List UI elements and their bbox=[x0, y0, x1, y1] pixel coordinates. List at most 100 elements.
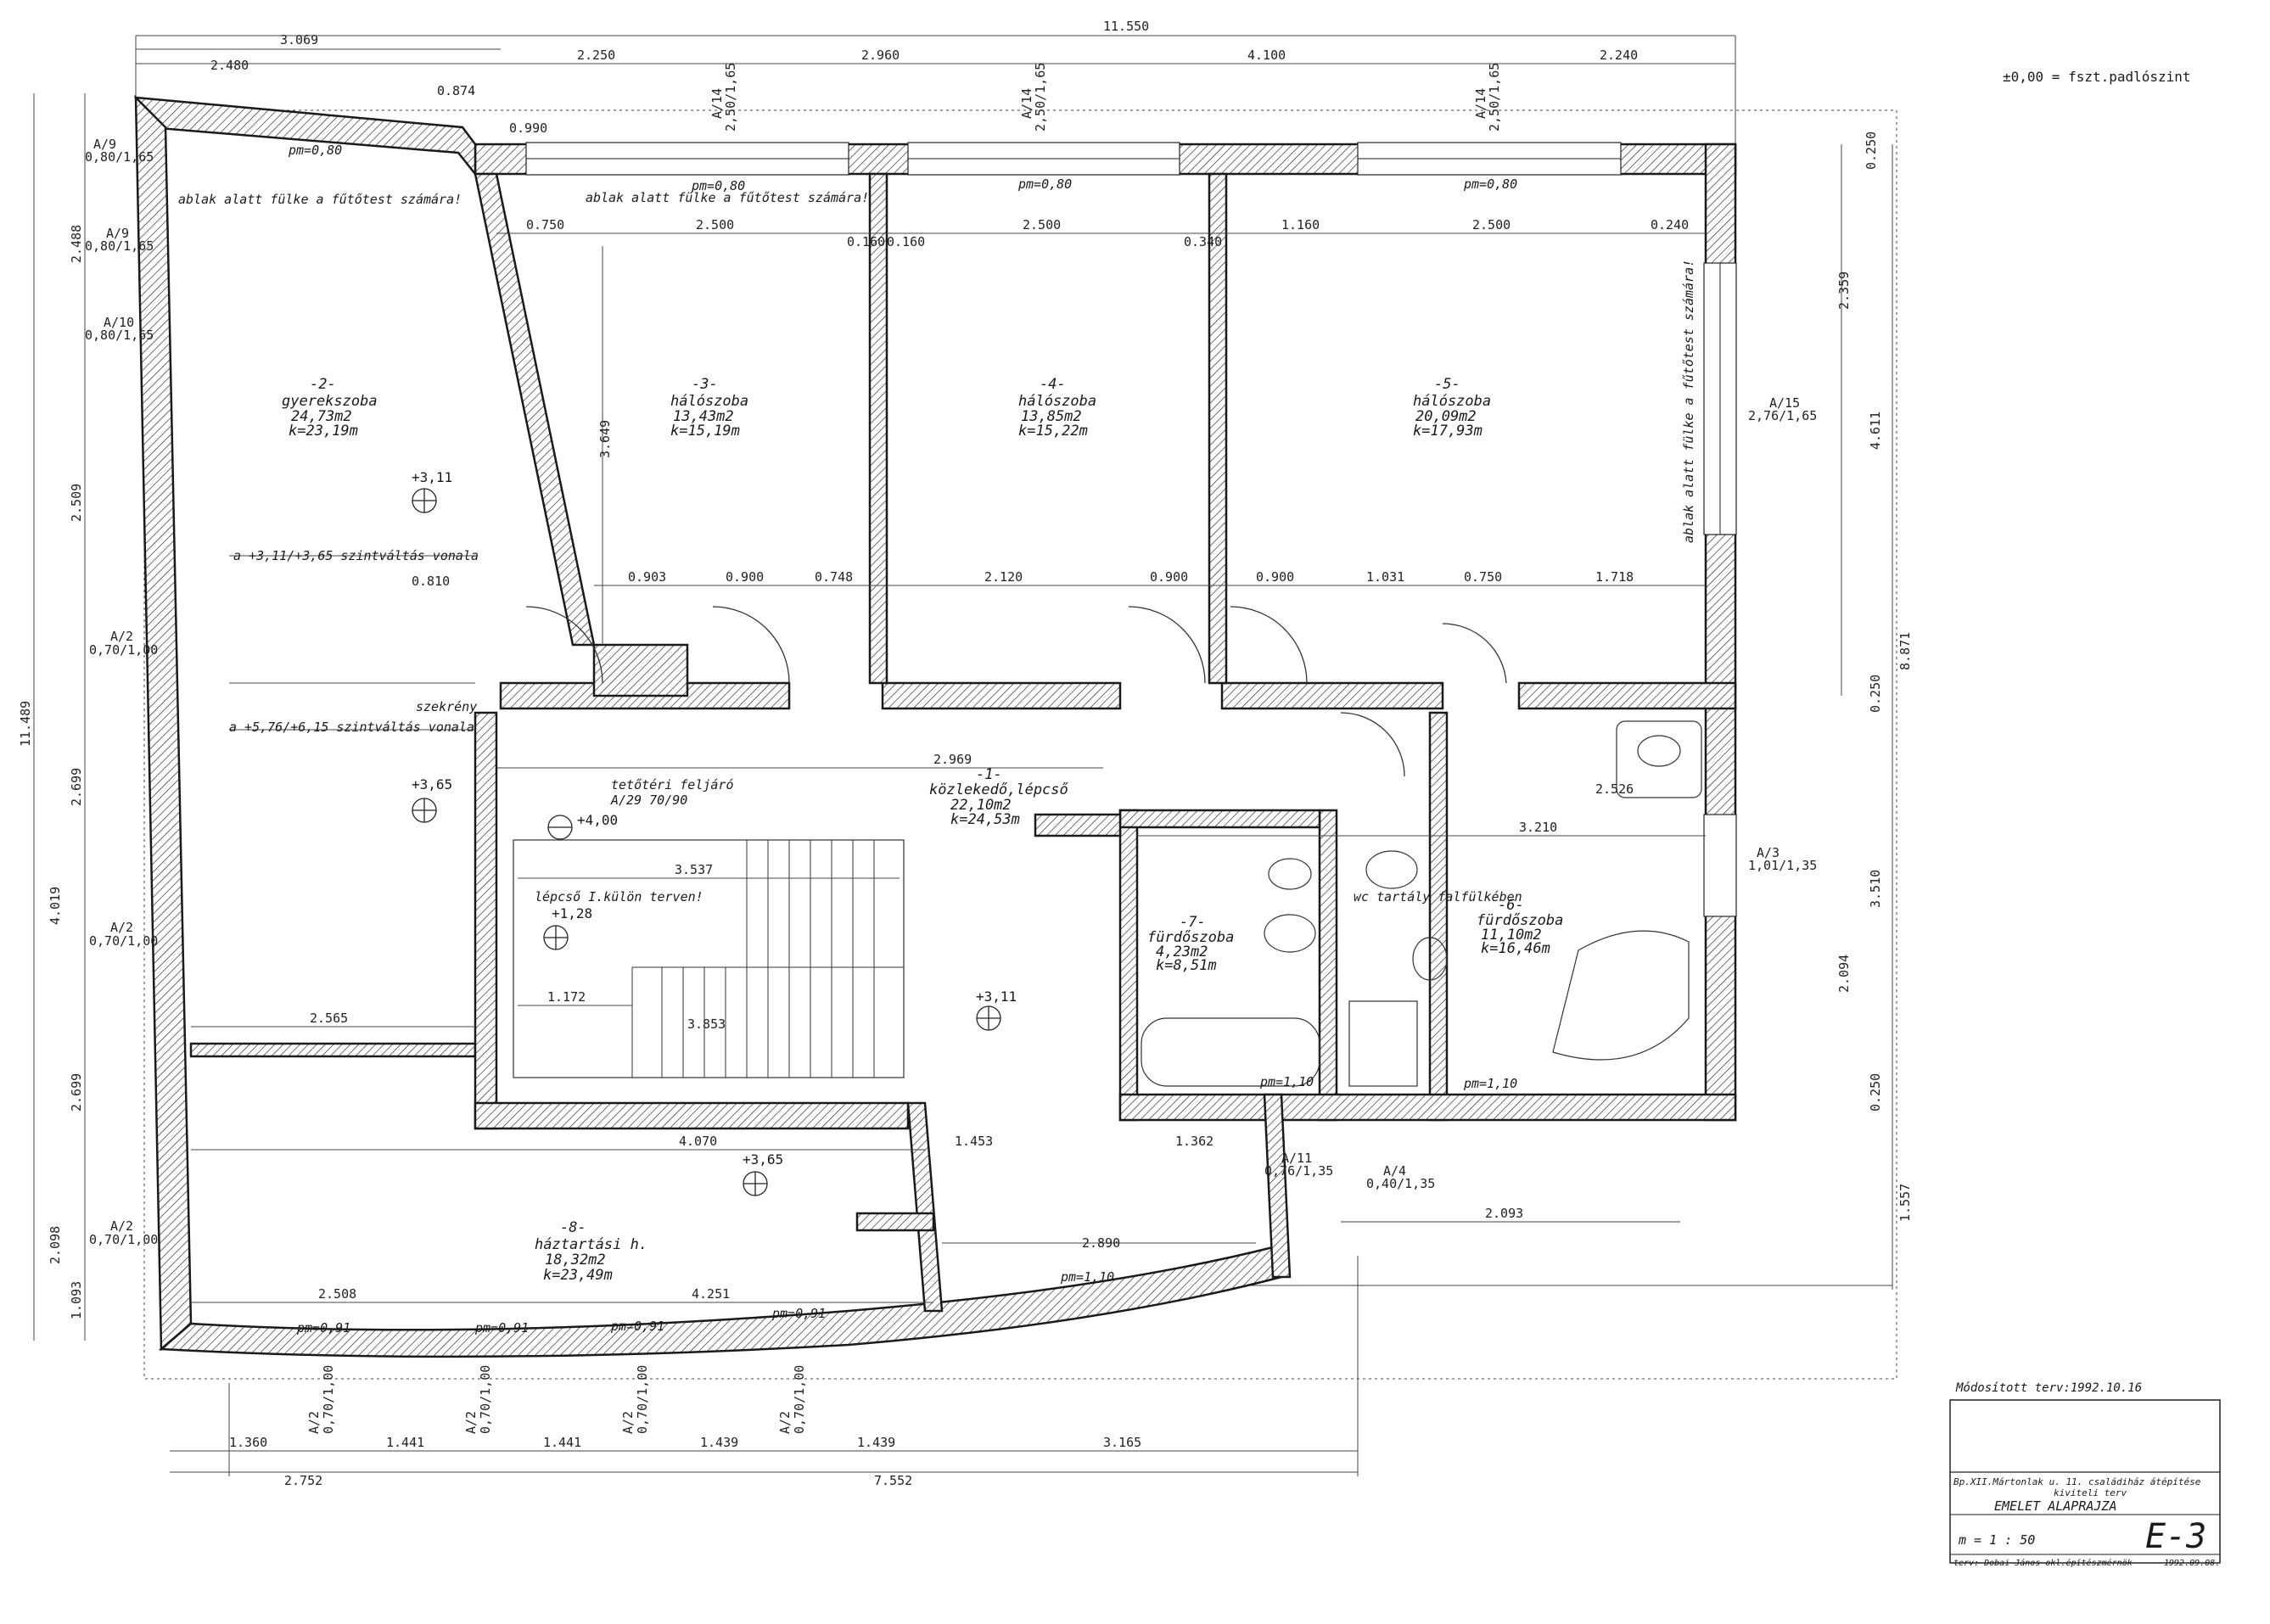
idim-29: 1.362 bbox=[1175, 1134, 1213, 1149]
bdim-4: 1.439 bbox=[700, 1435, 738, 1450]
room-1-k: k=24,53m bbox=[950, 811, 1020, 828]
idim-26: 2.508 bbox=[318, 1286, 356, 1302]
bwin-2-size: 0,70/1,00 bbox=[478, 1365, 493, 1434]
rdim-1: 0.250 bbox=[1864, 132, 1879, 170]
idim-18: 1.718 bbox=[1595, 569, 1634, 585]
dim-seg-4: 2.240 bbox=[1600, 48, 1638, 63]
dim-seg-1: 2.250 bbox=[577, 48, 615, 63]
win-9-id: A/2 bbox=[110, 920, 133, 935]
level-markers bbox=[412, 488, 1001, 1196]
idim-17: 0.750 bbox=[1464, 569, 1502, 585]
room-1-num: -1- bbox=[976, 766, 1002, 783]
room-8-num: -8- bbox=[560, 1219, 586, 1236]
idim-25: 2.890 bbox=[1082, 1235, 1120, 1251]
win-11-size: 1,01/1,35 bbox=[1748, 858, 1817, 873]
idim-34: 3.649 bbox=[597, 420, 613, 458]
room-8-area: 18,32m2 bbox=[545, 1252, 606, 1268]
bdim-2: 1.441 bbox=[386, 1435, 424, 1450]
note-ablak-1: ablak alatt fülke a fűtőtest számára! bbox=[178, 192, 462, 207]
idim-2: 2.500 bbox=[696, 217, 734, 232]
pm-3: pm=0,80 bbox=[1017, 176, 1072, 192]
bwin-4-id: A/2 bbox=[777, 1411, 793, 1434]
room-4-k: k=15,22m bbox=[1018, 423, 1088, 440]
tb-scale: m = 1 : 50 bbox=[1958, 1532, 2035, 1548]
ldim-1: 2.488 bbox=[69, 225, 84, 263]
rdim-5: 3.510 bbox=[1868, 870, 1883, 908]
level-3: +4,00 bbox=[577, 812, 618, 828]
level-note: ±0,00 = fszt.padlószint bbox=[2003, 69, 2191, 85]
idim-5: 2.500 bbox=[1023, 217, 1061, 232]
bwin-2-id: A/2 bbox=[463, 1411, 479, 1434]
ldim-2: 2.509 bbox=[69, 484, 84, 522]
room-6-num: -6- bbox=[1498, 897, 1524, 914]
room-5-num: -5- bbox=[1434, 376, 1460, 393]
room-labels: -2- gyerekszoba 24,73m2 k=23,19m -3- hál… bbox=[282, 376, 1563, 1284]
bdim-6: 3.165 bbox=[1103, 1435, 1141, 1450]
pm-7: pm=0,91 bbox=[296, 1320, 350, 1336]
room-3-area: 13,43m2 bbox=[673, 408, 734, 425]
room-5-k: k=17,93m bbox=[1413, 423, 1483, 440]
win-8-id: A/2 bbox=[110, 629, 133, 644]
doors bbox=[525, 606, 1507, 777]
pm-6: pm=1,10 bbox=[1463, 1076, 1517, 1091]
room-7-num: -7- bbox=[1180, 914, 1206, 931]
idim-10: 0.903 bbox=[628, 569, 666, 585]
dim-total: 11.550 bbox=[1103, 19, 1149, 34]
win-10-size: 0,70/1,00 bbox=[89, 1232, 158, 1247]
win-7-size: 2,76/1,65 bbox=[1748, 408, 1817, 423]
tb-code: E-3 bbox=[2145, 1517, 2206, 1556]
interior-dim-lines bbox=[191, 232, 1706, 1303]
staircase bbox=[513, 839, 905, 1078]
idim-16: 1.031 bbox=[1366, 569, 1404, 585]
bdim-7: 2.752 bbox=[284, 1473, 322, 1488]
ldim-7: 11.489 bbox=[18, 701, 33, 747]
win-2-id: A/9 bbox=[106, 226, 129, 241]
level-5: +3,11 bbox=[976, 988, 1017, 1005]
win-6-id: A/14 bbox=[1473, 88, 1488, 119]
idim-31: 3.210 bbox=[1519, 820, 1557, 835]
bdim-3: 1.441 bbox=[543, 1435, 581, 1450]
idim-28: 1.453 bbox=[955, 1134, 993, 1149]
rdim-2: 2.359 bbox=[1836, 272, 1852, 310]
dim-left: 3.069 bbox=[280, 32, 318, 48]
note-ablak-3: ablak alatt fülke a fűtőtest számára! bbox=[1681, 260, 1696, 543]
ldim-8: 4.019 bbox=[48, 887, 63, 925]
room-3-num: -3- bbox=[692, 376, 718, 393]
tb-designer: terv: Dobai János okl.építészmérnök bbox=[1953, 1558, 2133, 1568]
idim-8: 2.500 bbox=[1472, 217, 1511, 232]
pm-4: pm=0,80 bbox=[1463, 176, 1517, 192]
ldim-4: 2.699 bbox=[69, 1073, 84, 1112]
rdim-6: 2.094 bbox=[1836, 955, 1852, 993]
idim-7: 1.160 bbox=[1281, 217, 1320, 232]
level-6: +3,65 bbox=[743, 1151, 783, 1168]
bathroom-fixtures bbox=[1141, 720, 1702, 1087]
left-dims: 2.488 2.509 2.699 2.699 2.098 1.093 11.4… bbox=[18, 225, 84, 1319]
win-4-size: 2,50/1,65 bbox=[723, 63, 738, 132]
level-4: +1,28 bbox=[552, 905, 592, 921]
level-1: +3,11 bbox=[412, 469, 452, 485]
idim-19: 2.969 bbox=[933, 752, 972, 767]
idim-15: 0.900 bbox=[1256, 569, 1294, 585]
pm-labels: pm=0,80 pm=0,80 pm=0,80 pm=0,80 pm=1,10 … bbox=[288, 143, 1517, 1336]
room-1-area: 22,10m2 bbox=[950, 797, 1012, 814]
room-3-k: k=15,19m bbox=[670, 423, 740, 440]
pm-8: pm=0,91 bbox=[474, 1320, 529, 1336]
tb-date: 1992.09.08. bbox=[2164, 1559, 2220, 1568]
bottom-dims: 1.360 1.441 1.441 1.439 1.439 3.165 2.75… bbox=[229, 1365, 1141, 1488]
tb-modified: Módosított terv:1992.10.16 bbox=[1955, 1381, 2142, 1395]
level-2: +3,65 bbox=[412, 776, 452, 792]
win-12-size: 0,40/1,35 bbox=[1366, 1176, 1435, 1191]
idim-4: 0.160 bbox=[887, 234, 925, 249]
idim-14: 0.900 bbox=[1150, 569, 1188, 585]
idim-12: 0.748 bbox=[815, 569, 853, 585]
room-2-name: gyerekszoba bbox=[282, 393, 378, 410]
pm-2: pm=0,80 bbox=[691, 178, 745, 193]
top-windows bbox=[525, 142, 1737, 917]
win-12-id: A/4 bbox=[1383, 1163, 1406, 1179]
ldim-3: 2.699 bbox=[69, 768, 84, 806]
dim-sub-2: 0.874 bbox=[437, 83, 475, 98]
win-5-id: A/14 bbox=[1019, 88, 1034, 119]
room-6-k: k=16,46m bbox=[1481, 940, 1550, 957]
win-4-id: A/14 bbox=[709, 88, 725, 119]
